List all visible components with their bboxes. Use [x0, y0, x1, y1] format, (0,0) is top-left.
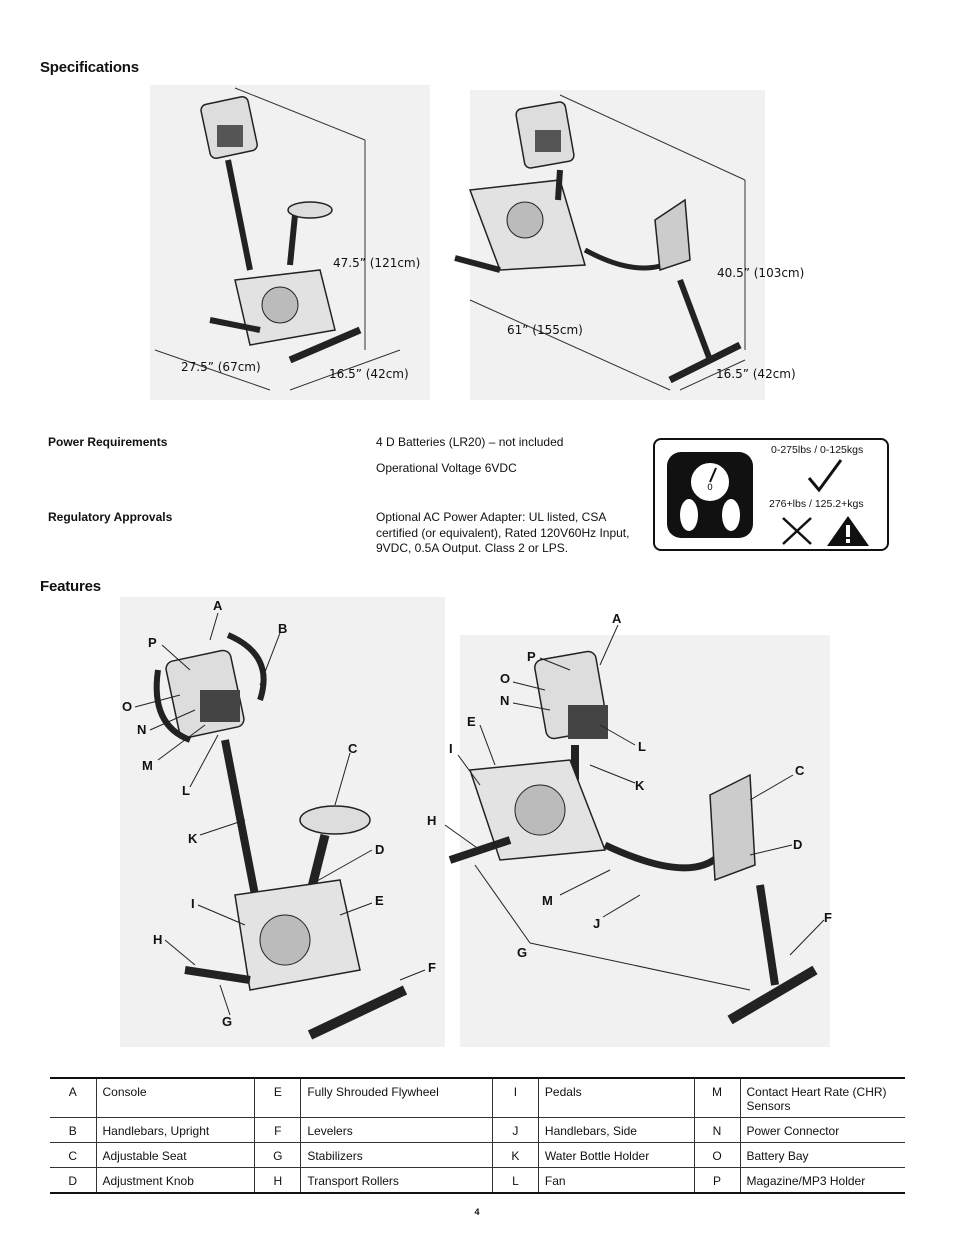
cross-icon: [782, 517, 812, 545]
part-name: Magazine/MP3 Holder: [740, 1167, 905, 1194]
parts-legend-table: A Console E Fully Shrouded Flywheel I Pe…: [50, 1077, 905, 1194]
weight-ok-label: 0-275lbs / 0-125kgs: [771, 444, 864, 456]
part-key: B: [50, 1117, 97, 1143]
part-name: Battery Bay: [740, 1142, 905, 1168]
upright-bike-features-figure: A B P O N M L C K D I E H F G: [120, 597, 445, 1047]
table-row: C Adjustable Seat G Stabilizers K Water …: [50, 1142, 905, 1168]
part-key: N: [694, 1117, 741, 1143]
recumbent-length-dim: 61” (155cm): [507, 323, 583, 337]
power-line-2: Operational Voltage 6VDC: [376, 461, 517, 475]
part-name: Console: [96, 1077, 256, 1118]
callout-e: E: [467, 714, 476, 729]
callout-n: N: [500, 693, 509, 708]
part-key: K: [492, 1142, 539, 1168]
part-name: Handlebars, Upright: [96, 1117, 256, 1143]
callout-h: H: [427, 813, 436, 828]
callout-a: A: [213, 598, 223, 613]
upright-length-dim: 27.5” (67cm): [181, 360, 261, 374]
callout-l: L: [638, 739, 646, 754]
part-name: Fan: [538, 1167, 695, 1194]
callout-j: J: [593, 916, 600, 931]
checkmark-icon: [807, 459, 843, 493]
part-key: E: [254, 1077, 302, 1118]
callout-e: E: [375, 893, 384, 908]
weight-over-label: 276+lbs / 125.2+kgs: [769, 498, 864, 510]
part-name: Pedals: [538, 1077, 695, 1118]
callout-i: I: [191, 896, 195, 911]
regulatory-line-2: certified (or equivalent), Rated 120V60H…: [376, 526, 630, 540]
recumbent-height-dim: 40.5” (103cm): [717, 266, 804, 280]
regulatory-line-3: 9VDC, 0.5A Output. Class 2 or LPS.: [376, 541, 569, 555]
part-key: F: [254, 1117, 302, 1143]
upright-width-dim: 16.5” (42cm): [329, 367, 409, 381]
part-key: G: [254, 1142, 302, 1168]
features-heading: Features: [40, 578, 101, 595]
callout-m: M: [142, 758, 153, 773]
callout-o: O: [122, 699, 132, 714]
callout-b: B: [278, 621, 287, 636]
page-number: 4: [474, 1207, 480, 1217]
part-key: H: [254, 1167, 302, 1194]
callout-p: P: [527, 649, 536, 664]
scale-zero-label: 0: [707, 483, 713, 493]
callout-f: F: [824, 910, 832, 925]
part-name: Power Connector: [740, 1117, 905, 1143]
callout-g: G: [517, 945, 527, 960]
upright-bike-dimensions-figure: 47.5” (121cm) 27.5” (67cm) 16.5” (42cm): [150, 85, 430, 400]
callout-k: K: [188, 831, 198, 846]
part-name: Transport Rollers: [300, 1167, 493, 1194]
part-key: M: [694, 1077, 741, 1118]
part-key: A: [50, 1077, 97, 1118]
recumbent-bike-dimensions-figure: 40.5” (103cm) 61” (155cm) 16.5” (42cm): [454, 90, 804, 400]
callout-m: M: [542, 893, 553, 908]
part-key: O: [694, 1142, 741, 1168]
part-name: Handlebars, Side: [538, 1117, 695, 1143]
part-key: P: [694, 1167, 741, 1194]
part-name: Fully Shrouded Flywheel: [300, 1077, 493, 1118]
recumbent-bike-features-figure: A P O N E I L K C H D M F J G: [427, 611, 832, 1047]
scale-icon: 0: [667, 452, 753, 538]
callout-l: L: [182, 783, 190, 798]
part-name: Contact Heart Rate (CHR) Sensors: [740, 1077, 905, 1118]
part-key: J: [492, 1117, 539, 1143]
regulatory-approvals-label: Regulatory Approvals: [48, 510, 173, 524]
part-key: L: [492, 1167, 539, 1194]
part-name: Adjustable Seat: [96, 1142, 256, 1168]
part-key: D: [50, 1167, 97, 1194]
table-row: B Handlebars, Upright F Levelers J Handl…: [50, 1117, 905, 1143]
part-key: I: [492, 1077, 539, 1118]
callout-a: A: [612, 611, 622, 626]
part-name: Stabilizers: [300, 1142, 493, 1168]
part-name: Adjustment Knob: [96, 1167, 256, 1194]
callout-f: F: [428, 960, 436, 975]
callout-p: P: [148, 635, 157, 650]
part-name: Levelers: [300, 1117, 493, 1143]
regulatory-line-1: Optional AC Power Adapter: UL listed, CS…: [376, 510, 607, 524]
table-row: D Adjustment Knob H Transport Rollers L …: [50, 1167, 905, 1194]
power-requirements-label: Power Requirements: [48, 435, 168, 449]
callout-o: O: [500, 671, 510, 686]
recumbent-width-dim: 16.5” (42cm): [716, 367, 796, 381]
specifications-heading: Specifications: [40, 59, 139, 76]
callout-h: H: [153, 932, 162, 947]
callout-g: G: [222, 1014, 232, 1029]
callout-c: C: [348, 741, 358, 756]
callout-n: N: [137, 722, 146, 737]
part-name: Water Bottle Holder: [538, 1142, 695, 1168]
callout-i: I: [449, 741, 453, 756]
callout-k: K: [635, 778, 645, 793]
callout-d: D: [375, 842, 384, 857]
callout-c: C: [795, 763, 805, 778]
callout-d: D: [793, 837, 802, 852]
weight-limit-box: 0 0-275lbs / 0-125kgs 276+lbs / 125.2+kg…: [653, 438, 889, 551]
upright-height-dim: 47.5” (121cm): [333, 256, 420, 270]
part-key: C: [50, 1142, 97, 1168]
power-line-1: 4 D Batteries (LR20) – not included: [376, 435, 564, 449]
warning-icon: [827, 516, 869, 546]
table-row: A Console E Fully Shrouded Flywheel I Pe…: [50, 1077, 905, 1118]
